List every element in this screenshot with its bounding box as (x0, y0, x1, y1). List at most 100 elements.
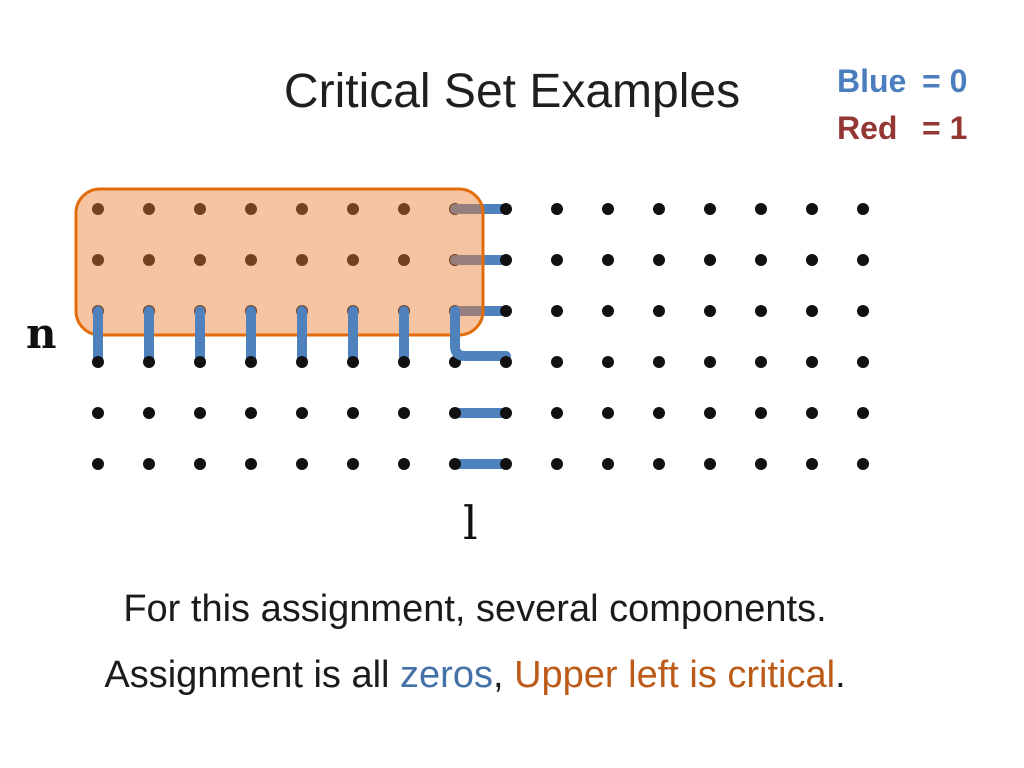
grid-dot (806, 407, 818, 419)
grid-dot (704, 203, 716, 215)
grid-dot (449, 458, 461, 470)
grid-dot (194, 458, 206, 470)
grid-dot (551, 458, 563, 470)
grid-dot (92, 203, 104, 215)
grid-dot (806, 254, 818, 266)
slide-title: Critical Set Examples (283, 65, 741, 118)
grid-dot (92, 356, 104, 368)
grid-dot (92, 407, 104, 419)
grid-dot (143, 356, 155, 368)
grid-dot (806, 203, 818, 215)
grid-dot (500, 458, 512, 470)
grid-dot (500, 203, 512, 215)
grid-dot (653, 356, 665, 368)
grid-dot (347, 458, 359, 470)
grid-dot (551, 407, 563, 419)
grid-dot (755, 458, 767, 470)
grid-dot (857, 458, 869, 470)
grid-dot (245, 203, 257, 215)
grid-dot (500, 254, 512, 266)
legend: Blue = 0 Red = 1 (837, 58, 967, 152)
grid-dot (755, 254, 767, 266)
grid-dot (143, 407, 155, 419)
caption-line2-upper-left: Upper left is critical (514, 654, 836, 696)
legend-item-red: Red = 1 (837, 105, 967, 152)
grid-dot (602, 407, 614, 419)
grid-dot (296, 407, 308, 419)
grid-dot (704, 407, 716, 419)
grid-dot (704, 458, 716, 470)
caption-line2-zeros: zeros (400, 654, 493, 696)
grid-dot (857, 407, 869, 419)
legend-item-blue: Blue = 0 (837, 58, 967, 105)
grid-dot (245, 254, 257, 266)
grid-dot (449, 407, 461, 419)
grid-dot (92, 254, 104, 266)
grid-dot (500, 356, 512, 368)
grid-dot (143, 254, 155, 266)
grid-dot (602, 203, 614, 215)
grid-dot (755, 407, 767, 419)
grid-dot (194, 356, 206, 368)
legend-value-red: = 1 (922, 110, 968, 146)
rows-label-n: n (26, 309, 57, 358)
critical-set-box (74, 187, 485, 337)
grid-dot (500, 305, 512, 317)
grid-dot (653, 458, 665, 470)
grid-dot (296, 254, 308, 266)
grid-dot (551, 305, 563, 317)
grid-dot (704, 254, 716, 266)
grid-dot (857, 305, 869, 317)
grid-dot (296, 356, 308, 368)
grid-dot (143, 458, 155, 470)
grid-dot (398, 254, 410, 266)
grid-dot (755, 203, 767, 215)
grid-dot (245, 356, 257, 368)
grid-dot (245, 407, 257, 419)
grid-dot (347, 254, 359, 266)
grid-dot (806, 458, 818, 470)
grid-dot (653, 407, 665, 419)
grid-dot (755, 356, 767, 368)
legend-label-red: Red (837, 110, 898, 146)
legend-value-blue: = 0 (922, 63, 968, 99)
grid-dot (296, 458, 308, 470)
grid-dot (398, 203, 410, 215)
grid-dot (551, 254, 563, 266)
grid-dot (347, 356, 359, 368)
caption-line2-comma: , (492, 654, 515, 696)
blue-elbow-segment (450, 306, 511, 361)
grid-dot (857, 356, 869, 368)
grid-dot (194, 254, 206, 266)
grid-dot (806, 305, 818, 317)
grid-dot (755, 305, 767, 317)
caption-line-2: Assignment is all zeros, Upper left is c… (0, 642, 950, 708)
grid-dot (500, 407, 512, 419)
grid-dot (806, 356, 818, 368)
grid-dot (602, 254, 614, 266)
grid-dot (602, 305, 614, 317)
grid-dot (857, 254, 869, 266)
grid-dot (347, 407, 359, 419)
grid-dot (143, 203, 155, 215)
grid-dot (398, 356, 410, 368)
grid-dot (296, 203, 308, 215)
grid-dot (245, 458, 257, 470)
grid-dot (551, 203, 563, 215)
cols-label-l: l (463, 496, 478, 550)
grid-dot (398, 407, 410, 419)
grid-dot (602, 356, 614, 368)
grid-dot (92, 458, 104, 470)
grid-dot (194, 407, 206, 419)
grid-dot (704, 356, 716, 368)
grid-dot (857, 203, 869, 215)
caption: For this assignment, several components.… (0, 576, 950, 708)
grid-dot (653, 254, 665, 266)
caption-line2-period: . (835, 654, 846, 696)
legend-label-blue: Blue (837, 63, 907, 99)
caption-line-1: For this assignment, several components. (123, 588, 827, 630)
grid-dot (653, 305, 665, 317)
caption-line2-part1: Assignment is all (104, 654, 401, 696)
grid-dot (704, 305, 716, 317)
